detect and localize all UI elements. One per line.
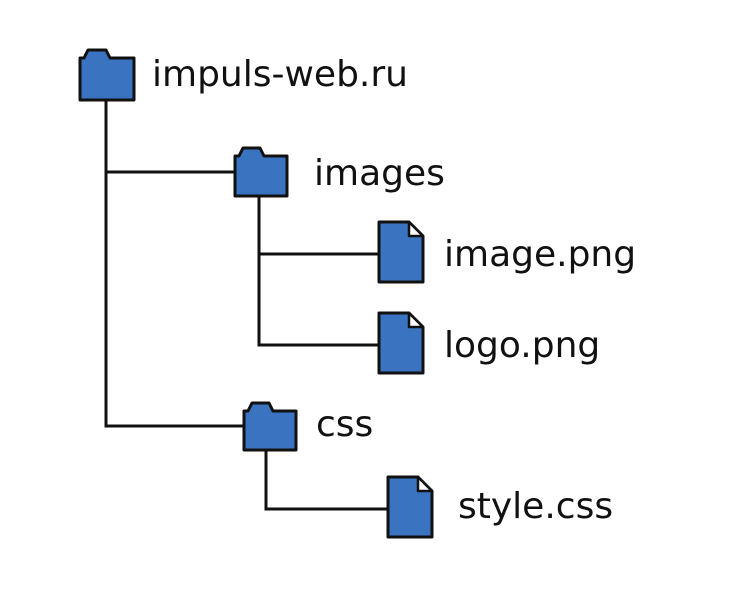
tree-node-root[interactable]: impuls-web.ru bbox=[78, 48, 408, 102]
tree-node-logo-png[interactable]: logo.png bbox=[377, 311, 600, 375]
folder-icon bbox=[242, 401, 298, 452]
node-label: impuls-web.ru bbox=[152, 54, 408, 95]
connector-css-trunk bbox=[264, 450, 388, 511]
tree-node-images[interactable]: images bbox=[233, 146, 445, 198]
file-icon bbox=[377, 311, 425, 375]
connector-images-trunk bbox=[257, 196, 379, 347]
file-icon bbox=[377, 220, 425, 284]
folder-icon bbox=[233, 146, 289, 198]
node-label: logo.png bbox=[444, 325, 600, 366]
tree-node-image-png[interactable]: image.png bbox=[377, 220, 636, 284]
node-label: images bbox=[314, 153, 445, 194]
file-icon bbox=[386, 475, 434, 539]
connector-root-trunk bbox=[104, 100, 244, 428]
node-label: image.png bbox=[444, 234, 636, 275]
tree-node-css[interactable]: css bbox=[242, 401, 373, 452]
node-label: style.css bbox=[458, 486, 613, 527]
node-label: css bbox=[316, 404, 373, 445]
tree-node-style-css[interactable]: style.css bbox=[386, 475, 613, 539]
folder-icon bbox=[78, 48, 136, 102]
